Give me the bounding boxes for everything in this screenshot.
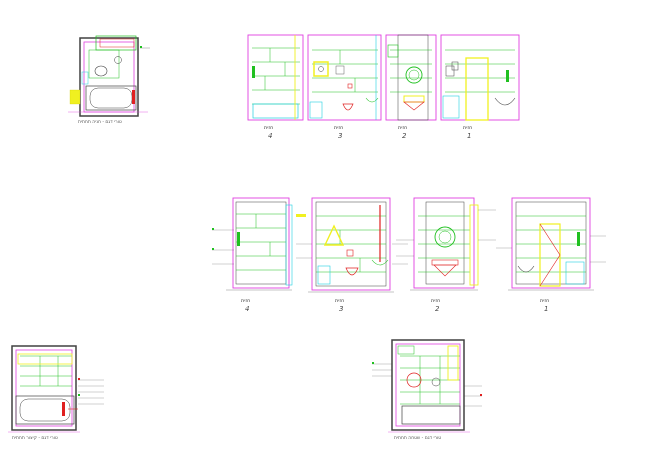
plan-bottom-left [8,345,104,433]
elev-r1-4-label: חזית [264,125,274,131]
elevation-row2-3 [296,197,408,293]
elevation-row1-2 [385,34,437,121]
elevation-row2-4 [212,197,306,291]
elev-r2-4-number: 4 [245,305,250,313]
elev-r1-3-number: 3 [338,132,343,140]
elev-r2-1-label: חזית [540,298,550,304]
plan-top-left [68,35,150,117]
elev-r2-2-number: 2 [435,305,440,313]
elevation-row2-1 [496,197,606,291]
elev-r2-1-number: 1 [544,305,549,313]
elev-r2-3-label: חזית [335,298,345,304]
elev-r1-1-label: חזית [463,125,473,131]
elevation-row1-4 [247,34,304,121]
elev-r2-3-number: 3 [339,305,344,313]
elevation-row1-1 [440,34,520,121]
elev-r1-1-number: 1 [467,132,472,140]
elev-r1-2-label: חזית [398,125,408,131]
elev-r1-2-number: 2 [402,132,407,140]
elev-r1-4-number: 4 [268,132,273,140]
elev-r2-2-label: חזית [431,298,441,304]
plan-bottom-left-caption: טורי דגם - קיצור תחתית [12,436,58,441]
plan-bottom-right-caption: טורי דגם - שטחה תחתית [394,436,442,441]
elev-r2-4-label: חזית [241,298,251,304]
elevation-row1-3 [307,34,382,121]
plan-top-left-caption: טורי דגם - חניה תחתית [78,120,122,125]
plan-bottom-right [372,339,482,433]
elevation-row2-2 [396,197,496,291]
elev-r1-3-label: חזית [334,125,344,131]
